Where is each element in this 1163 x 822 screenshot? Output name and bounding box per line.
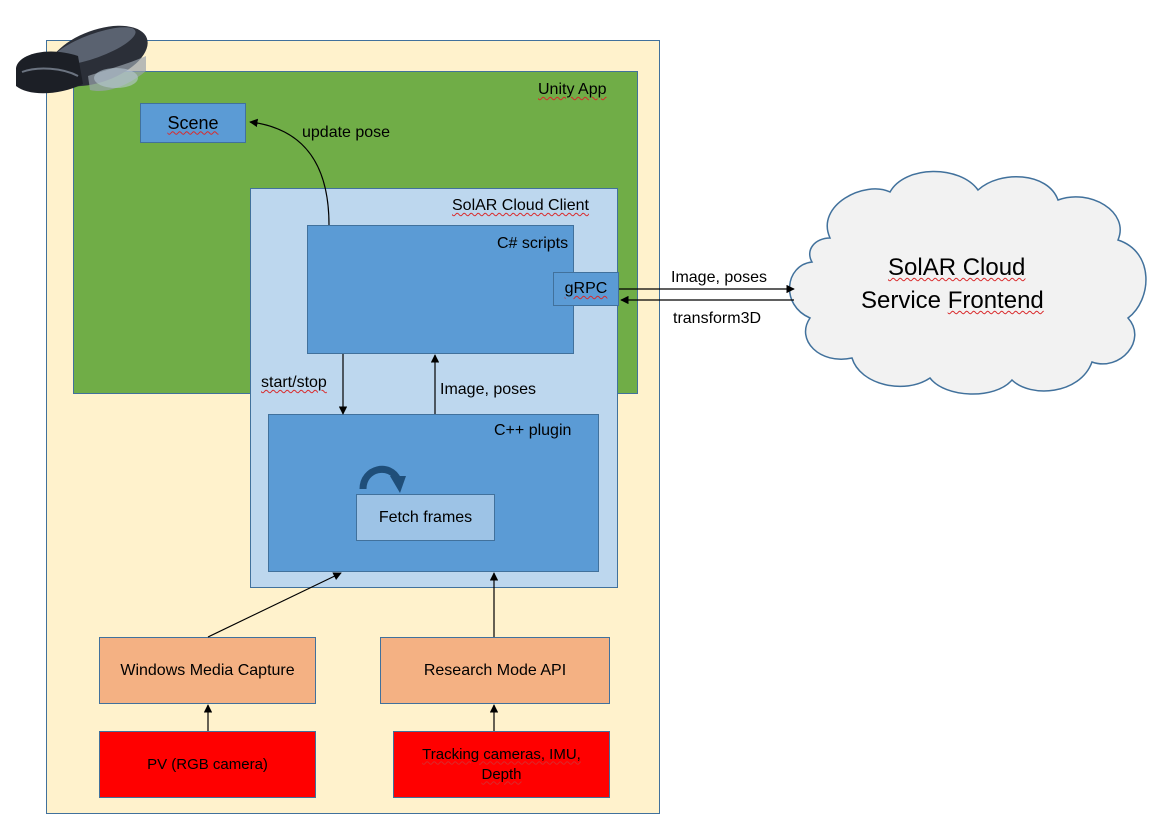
csharp-scripts-box [307, 225, 574, 354]
fetch-frames-label: Fetch frames [378, 508, 473, 526]
refresh-loop-icon [359, 465, 406, 493]
grpc-box: gRPC [553, 272, 619, 306]
fetch-frames-box: Fetch frames [356, 494, 495, 541]
unity-app-label: Unity App [538, 81, 607, 98]
pv-camera-label: PV (RGB camera) [147, 756, 268, 773]
cloud-outline [788, 170, 1147, 395]
research-mode-api-label: Research Mode API [423, 661, 567, 679]
update-pose-arrow [249, 118, 330, 226]
pv-camera-box: PV (RGB camera) [99, 731, 316, 798]
image-poses-inner-label: Image, poses [440, 381, 537, 398]
wmc-to-plugin-arrow [207, 572, 342, 638]
cloud-title-line2: Service Frontend [861, 287, 1044, 314]
tracking-sensors-label-line2: Depth [481, 765, 522, 783]
windows-media-capture-label: Windows Media Capture [120, 661, 295, 679]
cpp-plugin-box [268, 414, 599, 572]
update-pose-label: update pose [302, 124, 391, 141]
windows-media-capture-box: Windows Media Capture [99, 637, 316, 704]
tracking-sensors-box: Tracking cameras, IMU, Depth [393, 731, 610, 798]
csharp-scripts-label: C# scripts [497, 235, 569, 252]
research-mode-api-box: Research Mode API [380, 637, 610, 704]
cloud-title-line1: SolAR Cloud [888, 254, 1026, 281]
start-stop-label: start/stop [261, 374, 327, 391]
tracking-sensors-label-line1: Tracking cameras, IMU, [422, 745, 581, 763]
transform3d-label: transform3D [673, 310, 762, 327]
scene-label: Scene [167, 112, 219, 133]
grpc-label: gRPC [564, 280, 608, 297]
solar-cloud-client-label: SolAR Cloud Client [452, 197, 589, 214]
hololens-headset-icon [16, 25, 148, 94]
image-poses-outer-label: Image, poses [671, 269, 768, 286]
scene-box: Scene [140, 103, 246, 143]
cpp-plugin-label: C++ plugin [494, 422, 572, 439]
